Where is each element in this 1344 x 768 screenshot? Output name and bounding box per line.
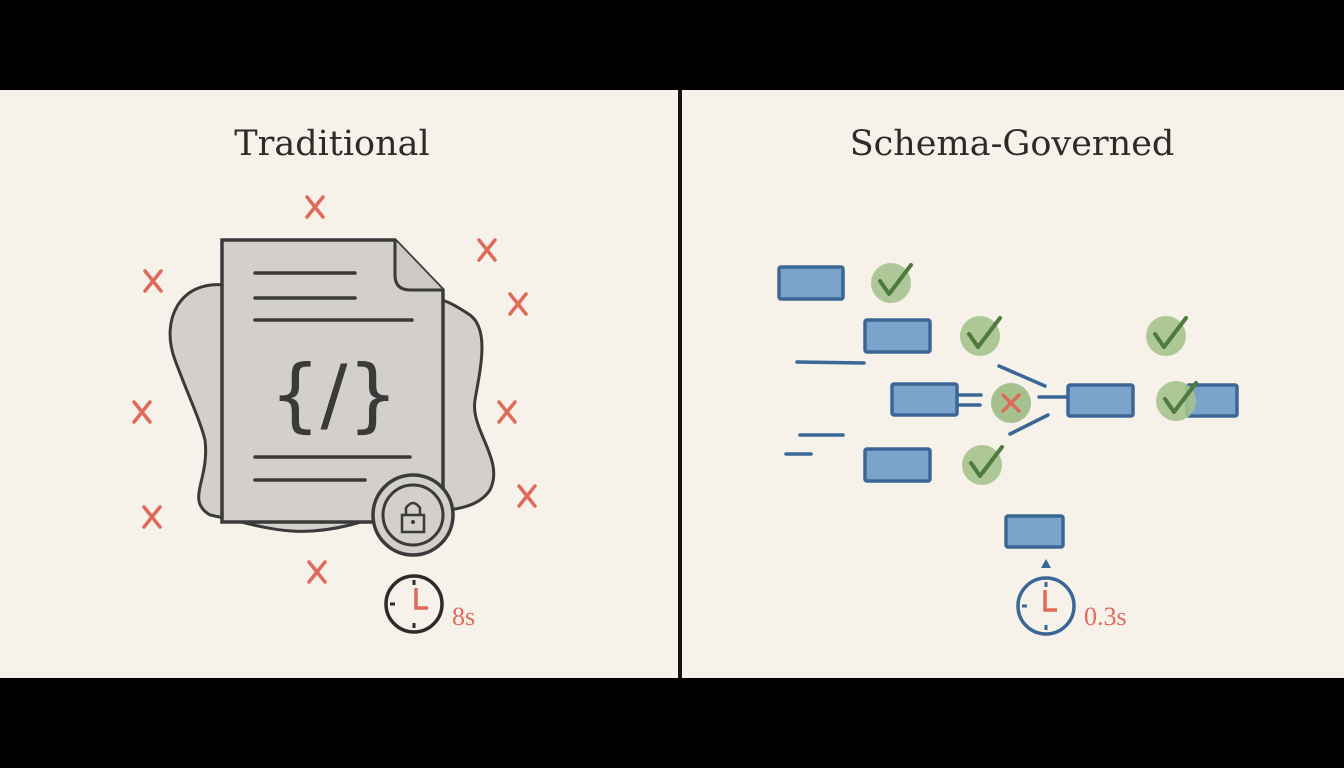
error-x-icon (132, 400, 152, 424)
check-icon (1156, 381, 1198, 421)
right-panel-title: Schema-Governed (850, 124, 1175, 164)
check-icon (962, 445, 1004, 485)
schema-block-icon (863, 447, 932, 483)
check-icon (960, 316, 1002, 356)
right-time-label: 0.3s (1084, 602, 1127, 631)
schema-block-icon (1004, 514, 1065, 549)
check-icon (871, 263, 913, 303)
panel-divider (678, 90, 682, 678)
validation-checks (871, 263, 1198, 485)
error-marks (132, 195, 537, 584)
schema-block-icon (890, 382, 959, 417)
schema-block-icon (777, 265, 845, 301)
error-x-icon (991, 383, 1031, 423)
error-x-icon (477, 238, 497, 262)
connector-lines (784, 360, 1070, 456)
clock-icon (384, 574, 444, 634)
schema-block-icon (1066, 383, 1135, 418)
error-x-icon (142, 505, 162, 529)
error-x-icon (307, 560, 327, 584)
left-panel: Traditional {/} 8s (132, 124, 537, 634)
clock-icon (1016, 576, 1076, 636)
check-icon (1146, 316, 1188, 356)
left-time-label: 8s (452, 602, 475, 631)
schema-block-icon (863, 318, 932, 354)
error-x-icon (497, 400, 517, 424)
left-panel-title: Traditional (234, 124, 429, 164)
code-icon: {/} (270, 348, 399, 441)
right-panel: Schema-Governed 0.3s (777, 124, 1239, 636)
error-x-icon (508, 292, 528, 316)
error-x-icon (143, 269, 163, 293)
error-x-icon (517, 484, 537, 508)
arrow-up-icon (1041, 559, 1051, 568)
document-icon: {/} (220, 238, 445, 524)
error-x-icon (305, 195, 325, 219)
schema-blocks (777, 265, 1239, 549)
lock-icon (371, 473, 455, 557)
